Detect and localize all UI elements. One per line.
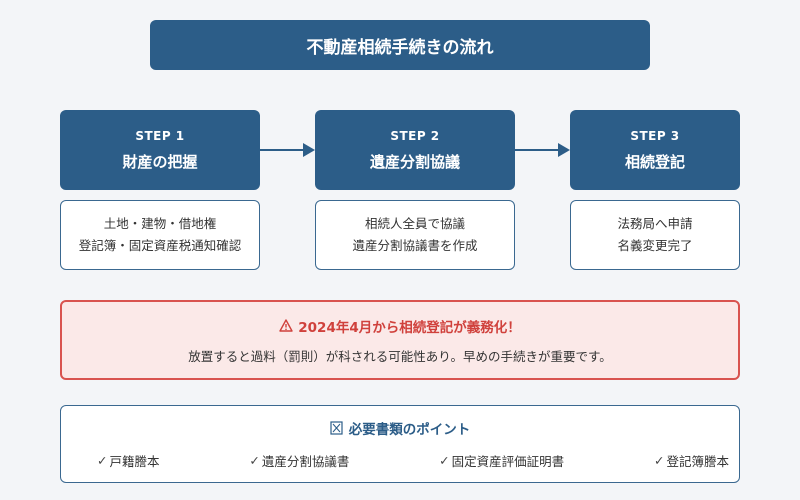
document-item: ✓ 固定資産評価証明書 <box>439 451 564 470</box>
step-2-box: STEP 2 遺産分割協議 <box>315 110 515 190</box>
step-3-box: STEP 3 相続登記 <box>570 110 740 190</box>
document-item-label: 登記簿謄本 <box>666 454 729 469</box>
step-2-details: 相続人全員で協議 遺産分割協議書を作成 <box>315 200 515 270</box>
document-item: ✓ 戸籍謄本 <box>97 451 160 470</box>
document-item: ✓ 登記簿謄本 <box>654 451 729 470</box>
documents-box: 必要書類のポイント ✓ 戸籍謄本 ✓ 遺産分割協議書 ✓ 固定資産評価証明書 ✓… <box>60 405 740 483</box>
step-3-name: 相続登記 <box>624 152 685 171</box>
step-2-detail-2: 遺産分割協議書を作成 <box>352 238 478 253</box>
step-1-number: STEP 1 <box>135 128 185 143</box>
check-icon: ✓ <box>249 453 260 468</box>
check-icon: ✓ <box>439 453 450 468</box>
step-1-name: 財産の把握 <box>122 152 198 171</box>
document-item-label: 固定資産評価証明書 <box>451 454 565 469</box>
clipboard-icon <box>330 421 343 435</box>
alert-text: 放置すると過料（罰則）が科される可能性あり。早めの手続きが重要です。 <box>188 348 612 364</box>
document-item-label: 遺産分割協議書 <box>261 454 350 469</box>
step-2-detail-1: 相続人全員で協議 <box>364 216 465 231</box>
step-3-detail-1: 法務局へ申請 <box>617 216 693 231</box>
arrow-right-icon <box>558 143 570 157</box>
step-3-details: 法務局へ申請 名義変更完了 <box>570 200 740 270</box>
documents-title-row: 必要書類のポイント <box>61 418 739 438</box>
step-2-name: 遺産分割協議 <box>369 152 460 171</box>
arrow-line-1 <box>260 149 304 151</box>
arrow-line-2 <box>515 149 559 151</box>
step-2-number: STEP 2 <box>390 128 440 143</box>
step-1-detail-2: 登記簿・固定資産税通知確認 <box>78 238 242 253</box>
step-3-detail-2: 名義変更完了 <box>617 238 693 253</box>
page-title: 不動産相続手続きの流れ <box>150 20 650 70</box>
document-item: ✓ 遺産分割協議書 <box>249 451 349 470</box>
step-1-details: 土地・建物・借地権 登記簿・固定資産税通知確認 <box>60 200 260 270</box>
arrow-right-icon <box>303 143 315 157</box>
alert-title: 2024年4月から相続登記が義務化！ <box>298 319 521 336</box>
check-icon: ✓ <box>97 453 108 468</box>
document-item-label: 戸籍謄本 <box>109 454 160 469</box>
step-1-box: STEP 1 財産の把握 <box>60 110 260 190</box>
check-icon: ✓ <box>653 453 665 468</box>
documents-title: 必要書類のポイント <box>348 422 471 438</box>
documents-list: ✓ 戸籍謄本 ✓ 遺産分割協議書 ✓ 固定資産評価証明書 ✓ 登記簿謄本 <box>97 451 729 470</box>
alert-title-row: 2024年4月から相続登記が義務化！ <box>279 316 521 336</box>
step-1-detail-1: 土地・建物・借地権 <box>103 216 217 231</box>
step-3-number: STEP 3 <box>630 128 680 143</box>
alert-box: 2024年4月から相続登記が義務化！ 放置すると過料（罰則）が科される可能性あり… <box>60 300 740 380</box>
warning-icon <box>279 319 293 332</box>
